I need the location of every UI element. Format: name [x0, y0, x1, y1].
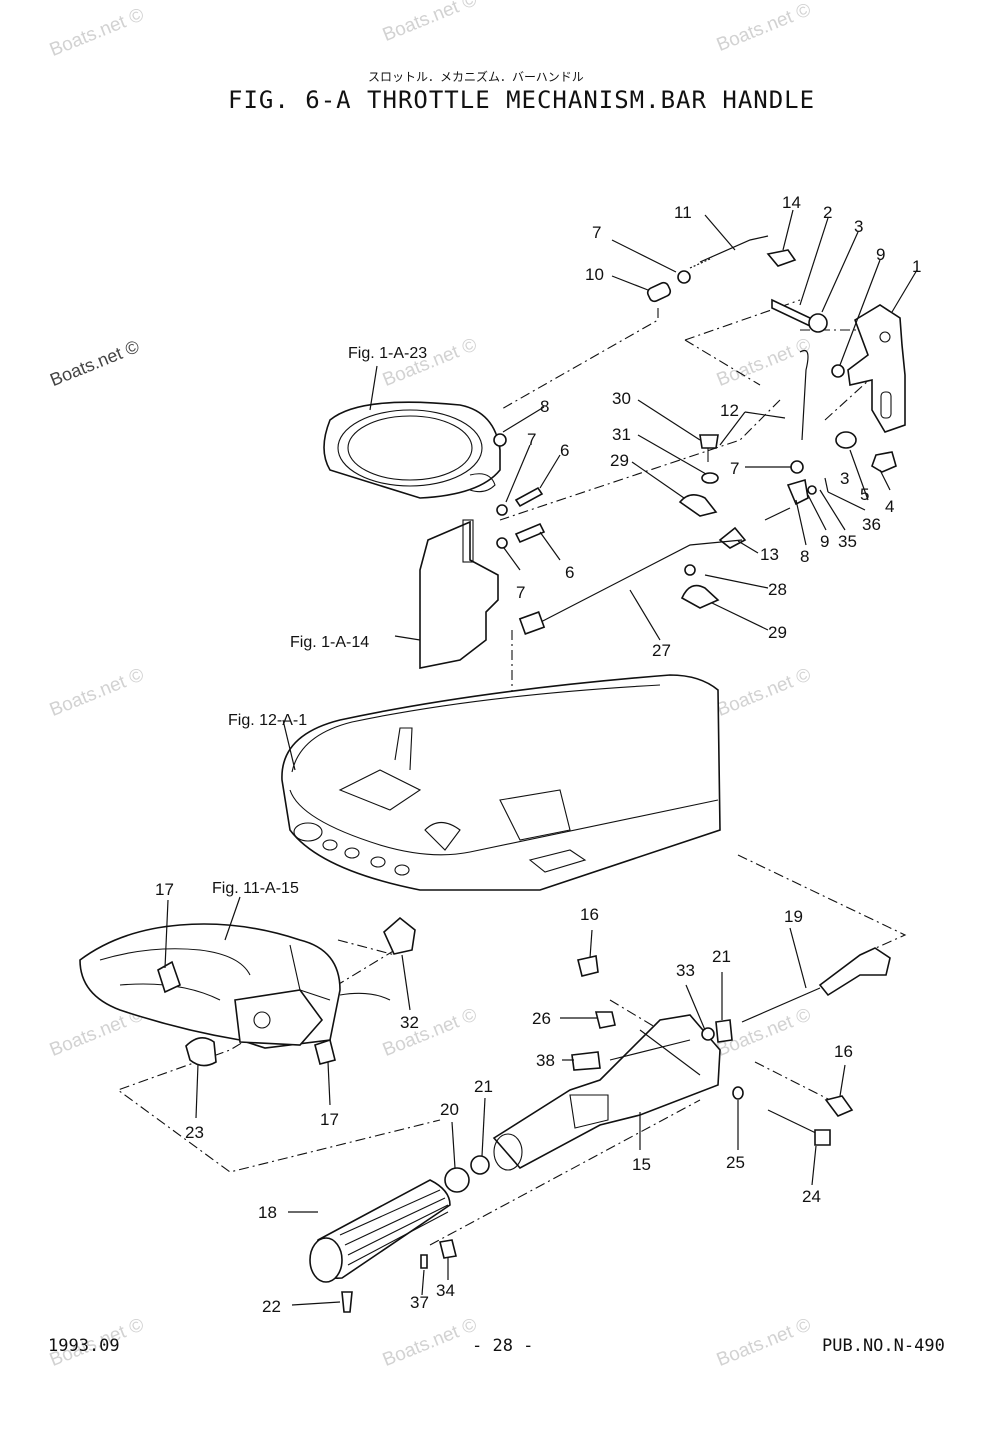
callout-29: 29 [768, 623, 787, 642]
footer-page-number: - 28 - [472, 1336, 534, 1356]
callout-10: 10 [585, 265, 604, 284]
callout-4: 4 [885, 497, 894, 516]
part-10-joint [646, 281, 672, 303]
part-11-throttle-rod [699, 235, 769, 263]
callout-28: 28 [768, 580, 787, 599]
bottom-cowling [281, 674, 721, 891]
part-14-joint [766, 249, 797, 267]
callout-7: 7 [592, 223, 601, 242]
callout-numbers: 1 2 3 3 4 5 6 6 7 7 7 7 8 8 9 9 10 11 12… [155, 193, 921, 1316]
callout-1: 1 [912, 257, 921, 276]
callout-9: 9 [820, 532, 829, 551]
callout-9: 9 [876, 245, 885, 264]
callout-32: 32 [400, 1013, 419, 1032]
callout-17: 17 [155, 880, 174, 899]
callout-6: 6 [560, 441, 569, 460]
part-1-throttle-lever [847, 304, 906, 433]
callout-8: 8 [540, 397, 549, 416]
callout-33: 33 [676, 961, 695, 980]
figure-title: FIG. 6-A THROTTLE MECHANISM.BAR HANDLE [228, 86, 816, 114]
callout-8: 8 [800, 547, 809, 566]
callout-34: 34 [436, 1281, 455, 1300]
part-27-throttle-cable [534, 539, 743, 626]
ref-fig-1-a-14: Fig. 1-A-14 [290, 634, 369, 651]
callout-26: 26 [532, 1009, 551, 1028]
callout-27: 27 [652, 641, 671, 660]
callout-37: 37 [410, 1293, 429, 1312]
callout-36: 36 [862, 515, 881, 534]
callout-21: 21 [474, 1077, 493, 1096]
callout-17: 17 [320, 1110, 339, 1129]
footer-pub-number: PUB.NO.N-490 [822, 1336, 945, 1356]
callout-7: 7 [516, 583, 525, 602]
callout-3: 3 [854, 217, 863, 236]
callout-24: 24 [802, 1187, 821, 1206]
bracket-plate [419, 519, 499, 669]
part-7-nut [677, 270, 691, 284]
callout-7: 7 [730, 459, 739, 478]
callout-6: 6 [565, 563, 574, 582]
ref-fig-12-a-1: Fig. 12-A-1 [228, 712, 307, 729]
callout-25: 25 [726, 1153, 745, 1172]
leader-lines [164, 209, 918, 1306]
callout-19: 19 [784, 907, 803, 926]
callout-38: 38 [536, 1051, 555, 1070]
ref-fig-1-a-23: Fig. 1-A-23 [348, 345, 427, 362]
callout-2: 2 [823, 203, 832, 222]
magneto-base-ring [323, 401, 501, 499]
part-18-grip [309, 1179, 451, 1283]
callout-11: 11 [674, 203, 692, 222]
callout-15: 15 [632, 1155, 651, 1174]
callout-23: 23 [185, 1123, 204, 1142]
footer-date: 1993.09 [48, 1336, 120, 1356]
callout-12: 12 [720, 401, 739, 420]
callout-22: 22 [262, 1297, 281, 1316]
part-3-washer [808, 313, 828, 333]
part-23-friction-knob [185, 1037, 217, 1067]
japanese-title: スロットル．メカニズム．バーハンドル [368, 70, 584, 84]
callout-30: 30 [612, 389, 631, 408]
callout-7: 7 [527, 430, 536, 449]
part-15-bar-handle [492, 1014, 721, 1171]
callout-3: 3 [840, 469, 849, 488]
callout-14: 14 [782, 193, 801, 212]
callout-20: 20 [440, 1100, 459, 1119]
ref-fig-11-a-15: Fig. 11-A-15 [212, 880, 299, 897]
callout-5: 5 [860, 485, 869, 504]
part-12-link-rod [799, 349, 809, 441]
callout-21: 21 [712, 947, 731, 966]
part-2-bolt [771, 298, 811, 328]
callout-16: 16 [580, 905, 599, 924]
callout-13: 13 [760, 545, 779, 564]
callout-35: 35 [838, 532, 857, 551]
callout-18: 18 [258, 1203, 277, 1222]
callout-16: 16 [834, 1042, 853, 1061]
steering-bracket [79, 923, 391, 1049]
callout-29: 29 [610, 451, 629, 470]
callout-31: 31 [612, 425, 631, 444]
part-4-nut [871, 451, 897, 473]
